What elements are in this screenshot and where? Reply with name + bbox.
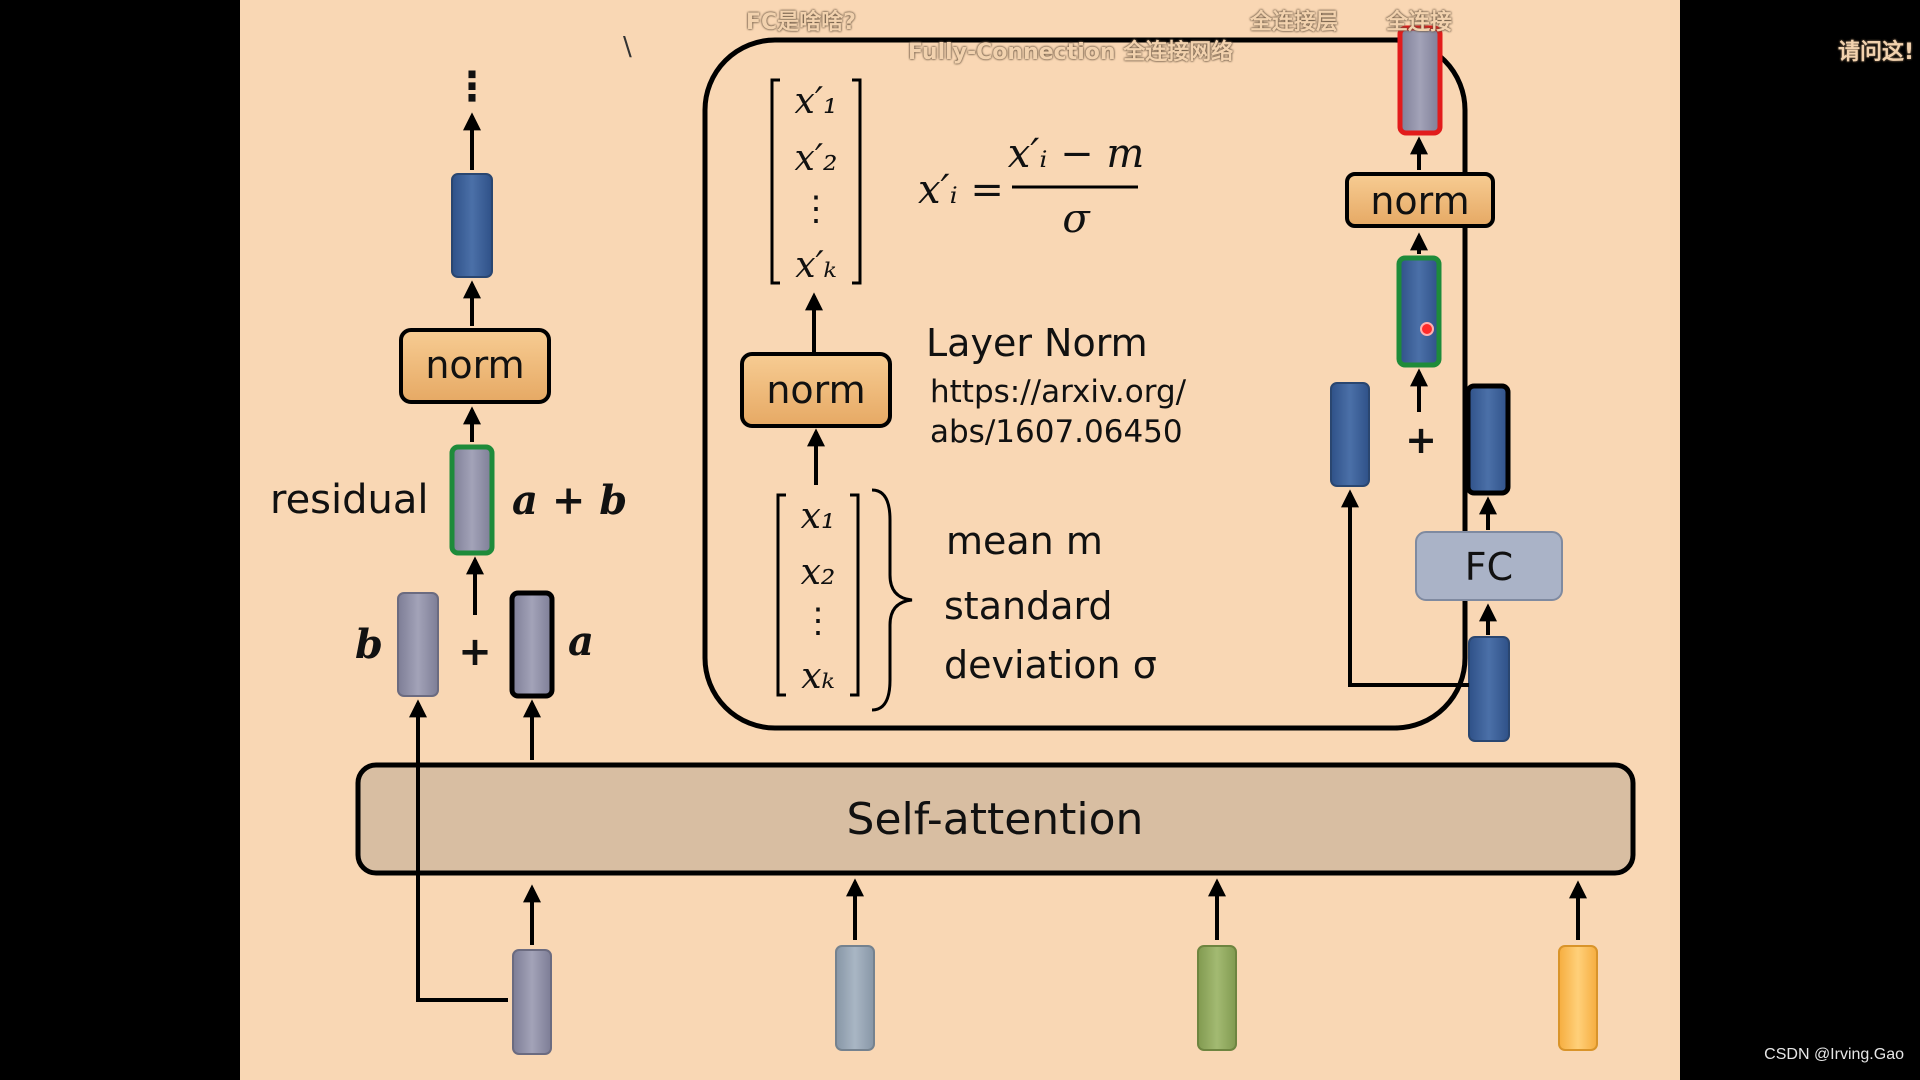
layer-norm-url-line-2[interactable]: abs/1607.06450 — [930, 414, 1183, 450]
norm-label-right: norm — [1370, 179, 1469, 223]
formula-lhs: x′ᵢ = — [918, 167, 1004, 213]
self-attention-block — [355, 762, 1636, 876]
layer-norm-detail-panel — [702, 37, 1468, 731]
sum-label: a + b — [512, 477, 627, 524]
residual-vector — [449, 444, 495, 556]
bracket-top-right — [852, 78, 862, 285]
danmaku-comment-fc: FC是啥啥? — [746, 10, 856, 35]
curly-brace — [871, 488, 913, 712]
norm-box-right — [1345, 172, 1495, 228]
danmaku-comment-fc-short: 全连接 — [1386, 10, 1453, 35]
bracket-top-left — [770, 78, 780, 285]
input-vector-4 — [1558, 945, 1598, 1051]
watermark-credit: CSDN @Irving.Gao — [1764, 1046, 1904, 1063]
vec-bottom-4: xₖ — [801, 656, 834, 697]
stray-annotation-mark: \ — [623, 32, 632, 62]
fc-box — [1415, 531, 1563, 601]
final-output-vector — [1397, 25, 1443, 136]
transformer-encoder-diagram: Self-attention b a + residual a + b norm… — [270, 25, 1636, 1055]
formula-denominator: σ — [1062, 196, 1091, 242]
fc-output-vector — [1465, 383, 1511, 496]
vec-bottom-3: ⋮ — [801, 601, 835, 641]
residual-skip-connection — [409, 699, 508, 1002]
input-vector-2 — [835, 945, 875, 1051]
layer-norm-title: Layer Norm — [926, 321, 1148, 365]
vec-top-1: x′₁ — [795, 81, 838, 122]
std-label-line-2: deviation σ — [944, 643, 1157, 687]
std-label-line-1: standard — [944, 584, 1113, 628]
norm-label-middle: norm — [766, 368, 865, 412]
cursor-pointer-dot — [1420, 322, 1434, 336]
formula-numerator: x′ᵢ − m — [1008, 131, 1145, 177]
right-attention-output-vector — [1468, 636, 1510, 742]
right-skip-connection — [1341, 489, 1469, 687]
bracket-bottom-right — [850, 493, 860, 697]
vec-top-3: ⋮ — [799, 189, 833, 229]
right-skip-vector — [1330, 382, 1370, 487]
lecture-slide: Self-attention b a + residual a + b norm… — [240, 0, 1680, 1080]
vector-b — [397, 592, 439, 697]
vec-bottom-2: x₂ — [801, 552, 836, 593]
right-residual-vector — [1396, 255, 1442, 368]
vec-top-4: x′ₖ — [795, 245, 837, 286]
norm-box-middle — [740, 352, 892, 428]
bracket-bottom-left — [776, 493, 786, 697]
continuation-dots-left: ⋮ — [452, 64, 492, 110]
self-attention-label: Self-attention — [847, 794, 1144, 845]
norm-label-left: norm — [425, 343, 524, 387]
layer-norm-url-line-1[interactable]: https://arxiv.org/ — [930, 374, 1187, 410]
plus-sign-left: + — [458, 629, 492, 675]
mean-label: mean m — [946, 519, 1103, 563]
label-a: a — [568, 618, 594, 665]
vector-a — [509, 590, 555, 699]
danmaku-comment-fc-layer: 全连接层 — [1250, 10, 1339, 35]
norm-output-vector — [451, 173, 493, 278]
input-vector-3 — [1197, 945, 1237, 1051]
fc-label: FC — [1465, 545, 1513, 589]
residual-label: residual — [270, 477, 429, 523]
label-b: b — [355, 621, 383, 668]
danmaku-comment-question: 请问这! — [1838, 40, 1915, 65]
vec-bottom-1: x₁ — [801, 496, 836, 537]
plus-sign-right: + — [1405, 418, 1437, 462]
input-vector-1 — [512, 949, 552, 1055]
danmaku-comment-fully-connection: Fully-Connection 全连接网络 — [908, 40, 1234, 65]
norm-box-left — [399, 328, 551, 404]
vec-top-2: x′₂ — [795, 138, 838, 179]
